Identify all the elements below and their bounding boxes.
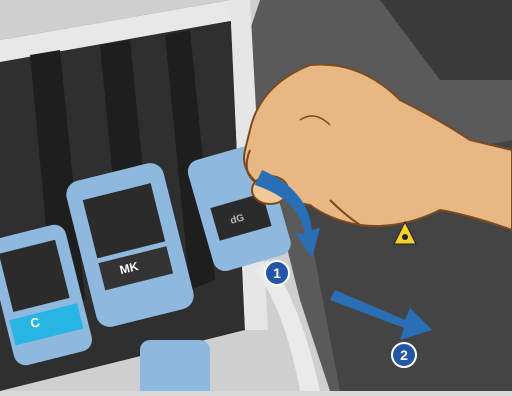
cartridge-lower: [140, 340, 210, 391]
step-badge-1: 1: [265, 261, 289, 285]
step-number-1: 1: [273, 265, 281, 281]
step-number-2: 2: [400, 347, 408, 363]
step-badge-2: 2: [392, 343, 416, 367]
